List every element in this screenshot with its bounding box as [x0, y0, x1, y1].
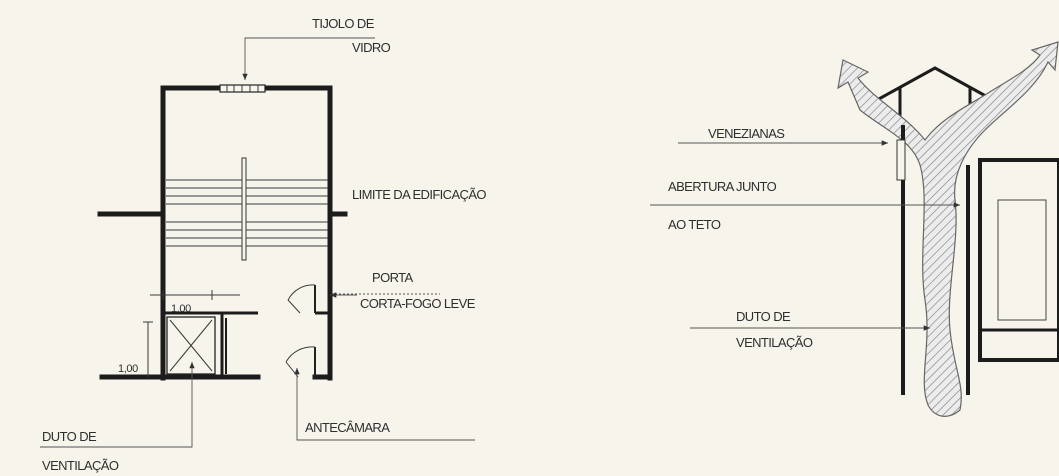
antechamber-door [285, 346, 316, 378]
stair-plan-figure: 1,00 1,00 TIJOLO DE VIDRO LIMITE DA EDIF… [40, 16, 487, 473]
glass-block-label-line1: TIJOLO DE [312, 16, 375, 31]
dimension-lines: 1,00 1,00 [118, 290, 240, 377]
ventilation-duct-box [166, 316, 216, 375]
fire-door [287, 284, 316, 314]
right-duct-label-line1: DUTO DE [736, 309, 791, 324]
depth-dimension-label: 1,00 [118, 363, 138, 375]
antechamber-label: ANTECÂMARA [305, 420, 390, 435]
smoke-flow-hatched [837, 41, 1059, 417]
duct-section-figure: VENEZIANAS ABERTURA JUNTO AO TETO DUTO D… [650, 41, 1059, 417]
building-limit-label: LIMITE DA EDIFICAÇÃO [352, 187, 486, 202]
ceiling-opening-label-line1: ABERTURA JUNTO [668, 179, 777, 194]
duct-walls [896, 125, 970, 395]
antechamber-walls [163, 311, 330, 377]
adjacent-room [978, 158, 1059, 362]
left-leaders [40, 37, 475, 448]
glass-block [219, 84, 266, 93]
fire-door-label-line2: CORTA-FOGO LEVE [360, 296, 476, 311]
stair-steps [166, 157, 328, 261]
left-duct-label-line1: DUTO DE [42, 429, 97, 444]
fire-door-label-line1: PORTA [372, 270, 414, 285]
left-duct-label-line2: VENTILAÇÃO [42, 458, 119, 473]
right-leaders [650, 140, 960, 331]
glass-block-label-line2: VIDRO [352, 40, 391, 55]
building-limit-wall [97, 211, 348, 380]
louvers-label: VENEZIANAS [708, 126, 785, 141]
right-duct-label-line2: VENTILAÇÃO [736, 335, 813, 350]
width-dimension-label: 1,00 [171, 303, 191, 315]
ceiling-opening-label-line2: AO TETO [668, 217, 721, 232]
